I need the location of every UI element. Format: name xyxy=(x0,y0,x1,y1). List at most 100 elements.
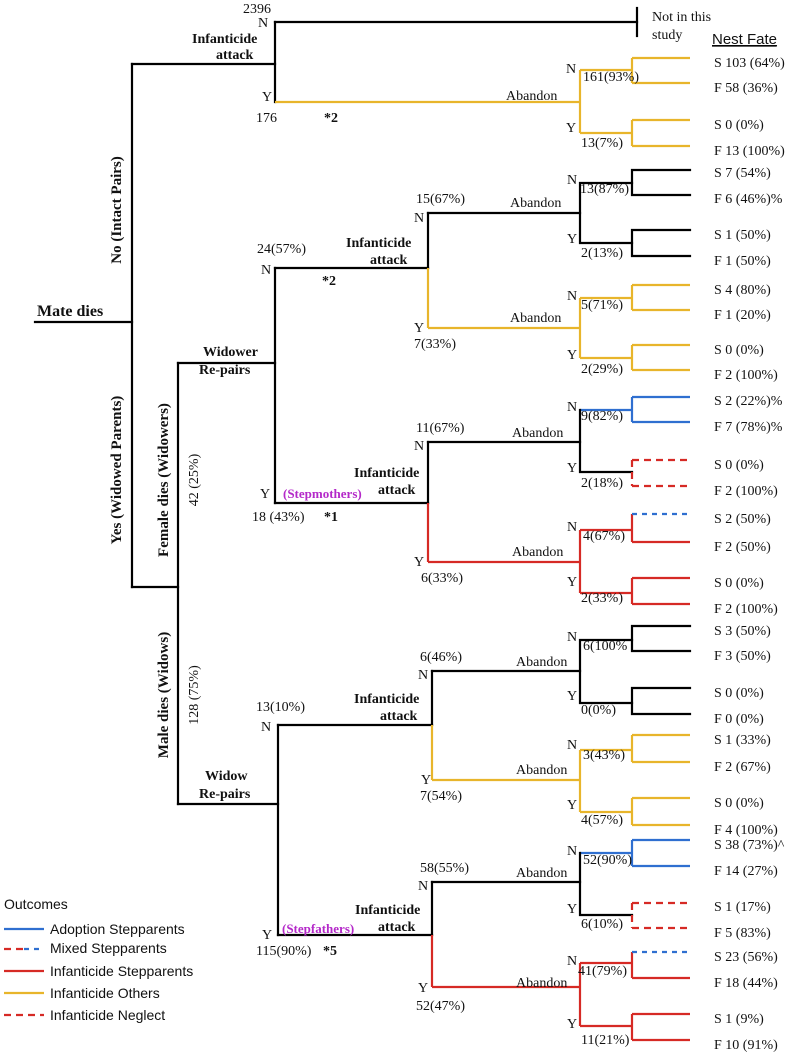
svg-text:Y: Y xyxy=(566,121,576,136)
widower-label: Widower xyxy=(203,345,258,360)
svg-text:Y: Y xyxy=(567,232,577,247)
widow-n-letter: N xyxy=(261,720,271,735)
intact-n-letter: N xyxy=(258,16,268,31)
svg-text:13(7%): 13(7%) xyxy=(581,136,623,151)
svg-text:5(71%): 5(71%) xyxy=(581,298,623,313)
nest-fate-leaf: F 7 (78%)% xyxy=(714,420,783,435)
nest-fate-leaf: F 5 (83%) xyxy=(714,926,771,941)
legend-label-infanticide-others: Infanticide Others xyxy=(50,985,160,1001)
legend-label-neglect: Infanticide Neglect xyxy=(50,1007,165,1023)
wr-n-attack-label: attack xyxy=(370,253,408,268)
wr-n-abandon2-label: Abandon xyxy=(510,311,561,326)
legend-label-mixed: Mixed Stepparents xyxy=(50,940,167,956)
nest-fate-leaf: F 2 (100%) xyxy=(714,368,778,383)
wr-y-inf-y-count: 6(33%) xyxy=(421,571,463,586)
nest-fate-leaf: F 2 (50%) xyxy=(714,540,771,555)
nest-fate-leaf: S 0 (0%) xyxy=(714,343,764,358)
nest-fate-leaf: S 3 (50%) xyxy=(714,624,771,639)
nest-fate-leaf: F 2 (100%) xyxy=(714,484,778,499)
svg-text:N: N xyxy=(567,520,577,535)
svg-text:9(82%): 9(82%) xyxy=(581,409,623,424)
nest-fate-leaf: F 6 (46%)% xyxy=(714,192,783,207)
nest-fate-leaf: F 14 (27%) xyxy=(714,864,778,879)
nest-fate-leaf: F 58 (36%) xyxy=(714,81,778,96)
wr-y-inf-y-letter: Y xyxy=(414,555,424,570)
svg-text:4(57%): 4(57%) xyxy=(581,813,623,828)
widower-y-note: *1 xyxy=(324,510,338,525)
nest-fate-leaf: S 1 (50%) xyxy=(714,228,771,243)
svg-text:Y: Y xyxy=(567,348,577,363)
wd-n-infanticide-label: Infanticide xyxy=(354,692,419,707)
nest-fate-leaf: F 2 (100%) xyxy=(714,602,778,617)
nest-fate-header: Nest Fate xyxy=(712,31,777,48)
svg-text:4(67%): 4(67%) xyxy=(583,529,625,544)
nest-fate-leaf: S 7 (54%) xyxy=(714,166,771,181)
wd-n-abandon1-label: Abandon xyxy=(516,655,567,670)
widower-y-letter: Y xyxy=(260,487,270,502)
wd-n-inf-n-count: 6(46%) xyxy=(420,650,462,665)
root-label: Mate dies xyxy=(37,303,103,320)
svg-text:6(10%): 6(10%) xyxy=(581,917,623,932)
wd-y-attack-label: attack xyxy=(378,920,416,935)
nest-fate-leaf: S 4 (80%) xyxy=(714,283,771,298)
wr-y-abandon1-label: Abandon xyxy=(512,426,563,441)
nest-fate-leaf: S 38 (73%)^ xyxy=(714,838,785,853)
wd-y-inf-n-letter: N xyxy=(418,879,428,894)
svg-text:6(100%: 6(100% xyxy=(583,639,628,654)
widow-n-count: 13(10%) xyxy=(256,700,305,715)
svg-text:N: N xyxy=(567,630,577,645)
nest-fate-leaf: S 103 (64%) xyxy=(714,56,785,71)
widow-y-count: 115(90%) xyxy=(256,944,312,959)
widower-n-letter: N xyxy=(261,263,271,278)
nest-fate-leaf: S 0 (0%) xyxy=(714,686,764,701)
nest-fate-leaf: F 0 (0%) xyxy=(714,712,764,727)
svg-text:N: N xyxy=(567,289,577,304)
svg-text:2(33%): 2(33%) xyxy=(581,591,623,606)
svg-text:Y: Y xyxy=(567,1017,577,1032)
svg-text:Y: Y xyxy=(567,902,577,917)
nest-fate-leaf: F 13 (100%) xyxy=(714,144,785,159)
wr-y-inf-n-count: 11(67%) xyxy=(416,421,465,436)
widow-y-letter: Y xyxy=(262,928,272,943)
svg-text:Y: Y xyxy=(567,798,577,813)
wd-n-abandon2-label: Abandon xyxy=(516,763,567,778)
widower-n-count: 24(57%) xyxy=(257,242,306,257)
svg-text:Y: Y xyxy=(567,461,577,476)
male-dies-label: Male dies (Widows) xyxy=(156,632,172,758)
wr-y-attack-label: attack xyxy=(378,483,416,498)
svg-text:2(29%): 2(29%) xyxy=(581,362,623,377)
wd-n-inf-n-letter: N xyxy=(418,668,428,683)
nest-fate-leaf: F 18 (44%) xyxy=(714,976,778,991)
wr-n-inf-y-letter: Y xyxy=(414,321,424,336)
nest-fate-leaf: S 0 (0%) xyxy=(714,796,764,811)
nest-fate-leaf: F 4 (100%) xyxy=(714,823,778,838)
nest-fate-leaf: F 3 (50%) xyxy=(714,649,771,664)
wd-n-inf-y-count: 7(54%) xyxy=(420,789,462,804)
widow-y-note: *5 xyxy=(323,944,337,959)
female-dies-count: 42 (25%) xyxy=(187,453,202,506)
svg-text:2(18%): 2(18%) xyxy=(581,476,623,491)
svg-text:13(87%): 13(87%) xyxy=(580,182,629,197)
nest-fate-leaf: S 2 (50%) xyxy=(714,512,771,527)
nest-fate-leaf: S 1 (9%) xyxy=(714,1012,764,1027)
no-branch-label: No (Intact Pairs) xyxy=(109,156,125,264)
intact-attack-label: attack xyxy=(216,48,254,63)
intact-y-letter: Y xyxy=(262,90,272,105)
nest-fate-leaf: S 2 (22%)% xyxy=(714,394,783,409)
nest-fate-leaf: F 1 (50%) xyxy=(714,254,771,269)
intact-infanticide-label: Infanticide xyxy=(192,32,257,47)
wr-n-infanticide-label: Infanticide xyxy=(346,236,411,251)
intact-note: *2 xyxy=(324,111,338,126)
svg-text:Y: Y xyxy=(567,689,577,704)
svg-text:N: N xyxy=(566,62,576,77)
wr-n-abandon1-label: Abandon xyxy=(510,196,561,211)
svg-text:Y: Y xyxy=(567,575,577,590)
stepmothers-label: (Stepmothers) xyxy=(283,486,362,501)
stepfathers-label: (Stepfathers) xyxy=(282,921,354,936)
wr-n-inf-y-count: 7(33%) xyxy=(414,337,456,352)
wd-y-abandon2-label: Abandon xyxy=(516,976,567,991)
svg-text:N: N xyxy=(567,173,577,188)
nest-fate-leaves: S 103 (64%) F 58 (36%) S 0 (0%) F 13 (100%)… xyxy=(714,56,785,1053)
wd-n-attack-label: attack xyxy=(380,709,418,724)
